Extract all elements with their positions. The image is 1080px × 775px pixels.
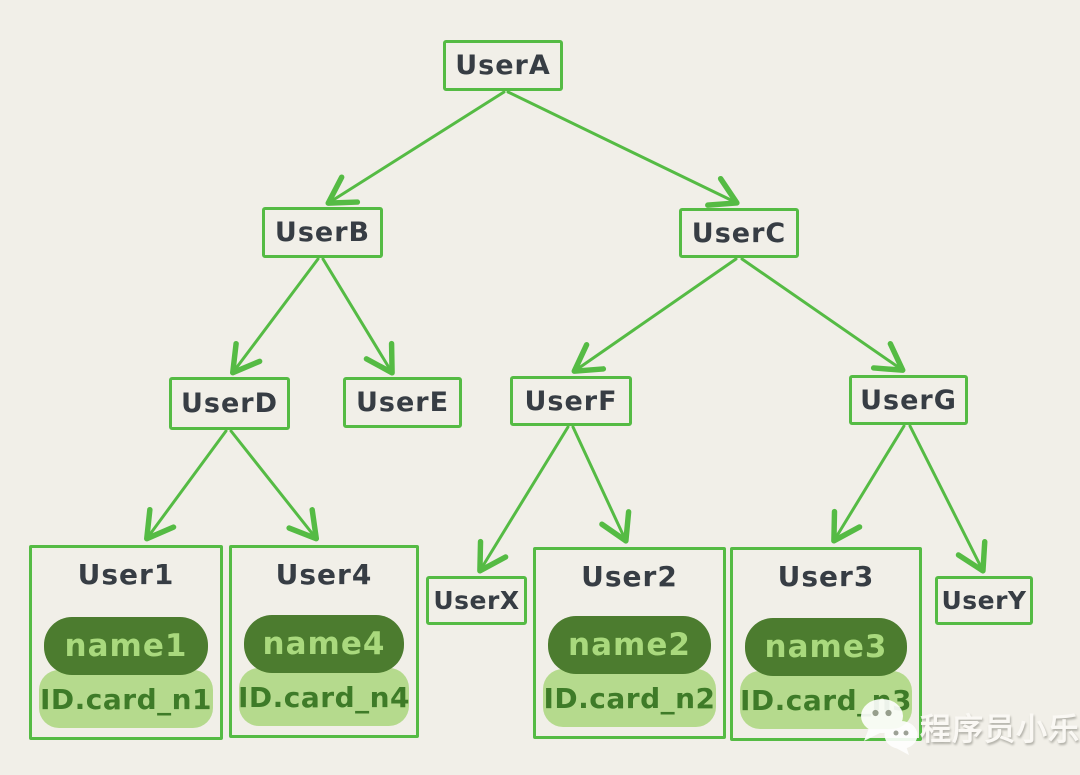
name-field: name3 — [745, 618, 907, 676]
edge-userf-userx — [477, 425, 570, 574]
tree-node-usere: UserE — [343, 377, 462, 428]
edge-usera-userc — [506, 90, 740, 208]
user-card-user3: User3 name3 ID.card_n3 — [730, 547, 922, 741]
edge-userd-user1 — [144, 429, 228, 542]
card-fields: name1 ID.card_n1 — [39, 617, 213, 728]
card-fields: name2 ID.card_n2 — [543, 616, 716, 727]
edge-usera-userb — [325, 90, 506, 206]
id-card-field: ID.card_n2 — [543, 669, 716, 727]
tree-node-usera: UserA — [443, 40, 563, 91]
card-title: User3 — [777, 560, 875, 593]
edge-userb-userd — [230, 257, 320, 376]
user-card-user1: User1 name1 ID.card_n1 — [29, 545, 223, 740]
edge-userc-userf — [571, 257, 738, 374]
user-card-user4: User4 name4 ID.card_n4 — [229, 545, 419, 738]
card-fields: name3 ID.card_n3 — [740, 618, 912, 729]
name-field: name4 — [244, 615, 404, 673]
id-card-field: ID.card_n1 — [39, 670, 213, 728]
id-card-field: ID.card_n3 — [740, 671, 912, 729]
tree-node-userg: UserG — [849, 375, 968, 425]
edge-userd-user4 — [229, 429, 320, 542]
edge-userf-user2 — [571, 425, 632, 544]
tree-node-userc: UserC — [679, 208, 799, 258]
tree-node-usery: UserY — [935, 576, 1033, 625]
edge-userb-usere — [321, 257, 395, 376]
card-fields: name4 ID.card_n4 — [238, 615, 410, 726]
card-title: User4 — [275, 558, 373, 591]
tree-node-userd: UserD — [169, 377, 290, 430]
card-title: User1 — [77, 558, 175, 591]
edge-userg-user3 — [831, 424, 906, 544]
tree-node-userx: UserX — [426, 576, 527, 625]
name-field: name1 — [44, 617, 208, 675]
tree-node-userf: UserF — [510, 376, 632, 426]
card-title: User2 — [581, 560, 678, 593]
user-card-user2: User2 name2 ID.card_n2 — [533, 547, 726, 739]
edge-userg-usery — [908, 424, 988, 574]
tree-node-userb: UserB — [262, 207, 383, 258]
id-card-field: ID.card_n4 — [238, 668, 410, 726]
edge-userc-userg — [740, 257, 906, 373]
name-field: name2 — [548, 616, 711, 674]
